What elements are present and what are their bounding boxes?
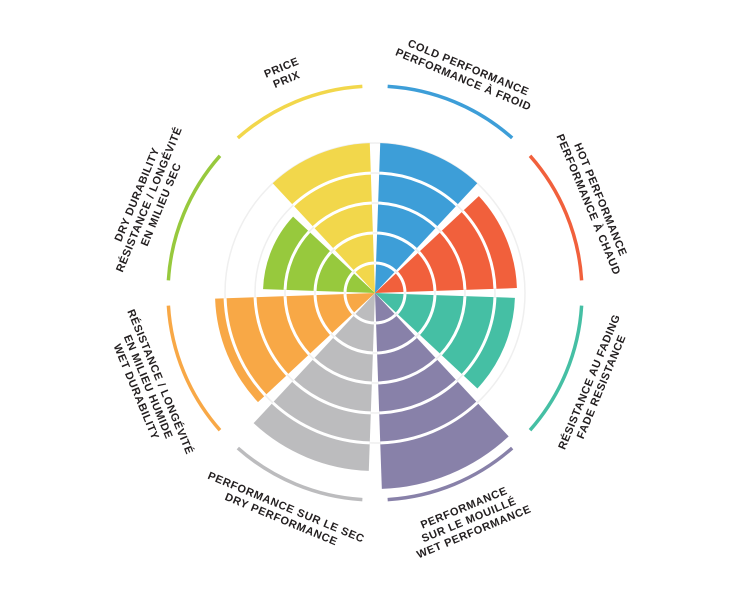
outer-arc-price bbox=[236, 84, 363, 140]
outer-arc-wet-durability bbox=[166, 305, 222, 432]
outer-arc-fade-resistance bbox=[528, 305, 584, 432]
ring-divider bbox=[353, 313, 375, 325]
ring-divider bbox=[439, 296, 467, 356]
ring-divider bbox=[375, 261, 397, 273]
label-dry-performance: PERFORMANCE SUR LE SECDRY PERFORMANCE bbox=[201, 470, 366, 558]
ring-divider bbox=[292, 171, 371, 207]
ring-divider bbox=[378, 357, 438, 385]
ring-divider bbox=[343, 293, 355, 315]
label-hot-performance: HOT PERFORMANCEPERFORMANCE À CHAUD bbox=[553, 128, 634, 277]
ring-divider bbox=[353, 261, 375, 273]
ring-divider bbox=[312, 201, 372, 229]
ring-divider bbox=[333, 231, 373, 251]
wedge-dry-durability bbox=[263, 216, 375, 293]
wedge-fade-resistance bbox=[375, 293, 515, 389]
ring-divider bbox=[395, 271, 407, 293]
wedge-wet-durability bbox=[215, 293, 375, 403]
outer-arc-dry-durability bbox=[166, 154, 222, 281]
grid-ring bbox=[314, 232, 436, 354]
label-wet-performance: PERFORMANCESUR LE MOUILLÉWET PERFORMANCE bbox=[405, 479, 533, 561]
ring-divider bbox=[461, 210, 497, 289]
label-fade-resistance: RÉSISTANCE AU FADINGFADE RESISTANCE bbox=[556, 312, 636, 456]
ring-divider bbox=[343, 271, 355, 293]
label-wet-durability: RÉSISTANCE / LONGÉVITÉEN MILIEU HUMIDEWE… bbox=[100, 307, 196, 466]
label-price: PRICEPRIX bbox=[263, 55, 306, 92]
label-cold-performance: COLD PERFORMANCEPERFORMANCE À FROID bbox=[394, 35, 538, 114]
ring-divider bbox=[253, 297, 289, 376]
label-dry-durability: DRY DURABILITYRÉSISTANCE / LONGÉVITÉEN M… bbox=[102, 120, 197, 279]
ring-divider bbox=[292, 379, 371, 415]
ring-divider bbox=[313, 295, 333, 335]
ring-divider bbox=[333, 335, 373, 355]
ring-divider bbox=[379, 171, 458, 207]
ring-divider bbox=[379, 379, 458, 415]
ring-divider bbox=[377, 335, 417, 355]
wedge-dry-performance bbox=[253, 293, 375, 471]
outer-arc-dry-performance bbox=[236, 446, 363, 502]
ring-divider bbox=[312, 357, 372, 385]
grid-ring bbox=[254, 172, 496, 414]
ring-divider bbox=[417, 295, 437, 335]
outer-arc-hot-performance bbox=[528, 154, 584, 281]
outer-arc-cold-performance bbox=[387, 84, 514, 140]
ring-divider bbox=[461, 297, 497, 376]
ring-divider bbox=[283, 296, 311, 356]
ring-divider bbox=[313, 251, 333, 291]
grid-ring bbox=[344, 262, 406, 324]
ring-divider bbox=[271, 401, 370, 445]
ring-divider bbox=[378, 201, 438, 229]
grid-ring bbox=[224, 142, 526, 444]
ring-divider bbox=[377, 231, 417, 251]
wedge-hot-performance bbox=[375, 196, 517, 293]
ring-divider bbox=[223, 298, 267, 397]
grid-ring bbox=[284, 202, 466, 384]
outer-arc-wet-performance bbox=[387, 446, 514, 502]
ring-divider bbox=[380, 401, 479, 445]
ring-divider bbox=[283, 230, 311, 290]
ring-divider bbox=[417, 251, 437, 291]
ring-divider bbox=[395, 293, 407, 315]
ring-divider bbox=[439, 230, 467, 290]
ring-divider bbox=[375, 313, 397, 325]
